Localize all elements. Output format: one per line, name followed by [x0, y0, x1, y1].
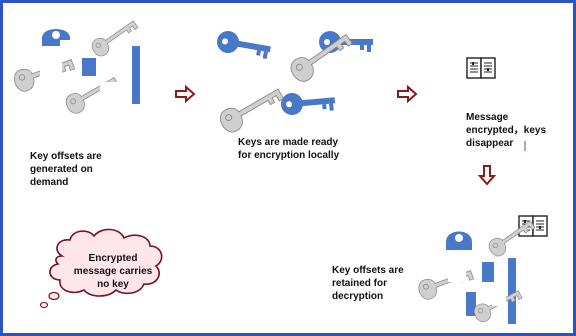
key-offset-icon-bottom: [415, 215, 538, 325]
step-encrypted-label: Message encrypted，keys disappear: [466, 112, 547, 149]
arrow-icon-2: [397, 86, 417, 102]
book-icon-top: [466, 57, 496, 79]
callout-text: Encrypted message carries no key: [73, 253, 153, 290]
step-generate-label: Key offsets are generated on demand: [30, 151, 102, 188]
step-ready-line1: Keys are made ready: [238, 137, 339, 148]
step-ready-suffix: locally: [308, 150, 340, 161]
arrow-icon-down: [479, 165, 495, 185]
key-offset-icon-top: [11, 15, 141, 117]
thought-cloud-icon: [39, 228, 163, 309]
step-ready-line2: for encryption: [238, 150, 306, 161]
key-icon-cluster: [215, 27, 373, 137]
step-ready-label: Keys are made ready for encryption local…: [238, 136, 388, 162]
arrow-icon-1: [175, 86, 195, 102]
step-retained-label: Key offsets are retained for decryption: [332, 265, 404, 302]
